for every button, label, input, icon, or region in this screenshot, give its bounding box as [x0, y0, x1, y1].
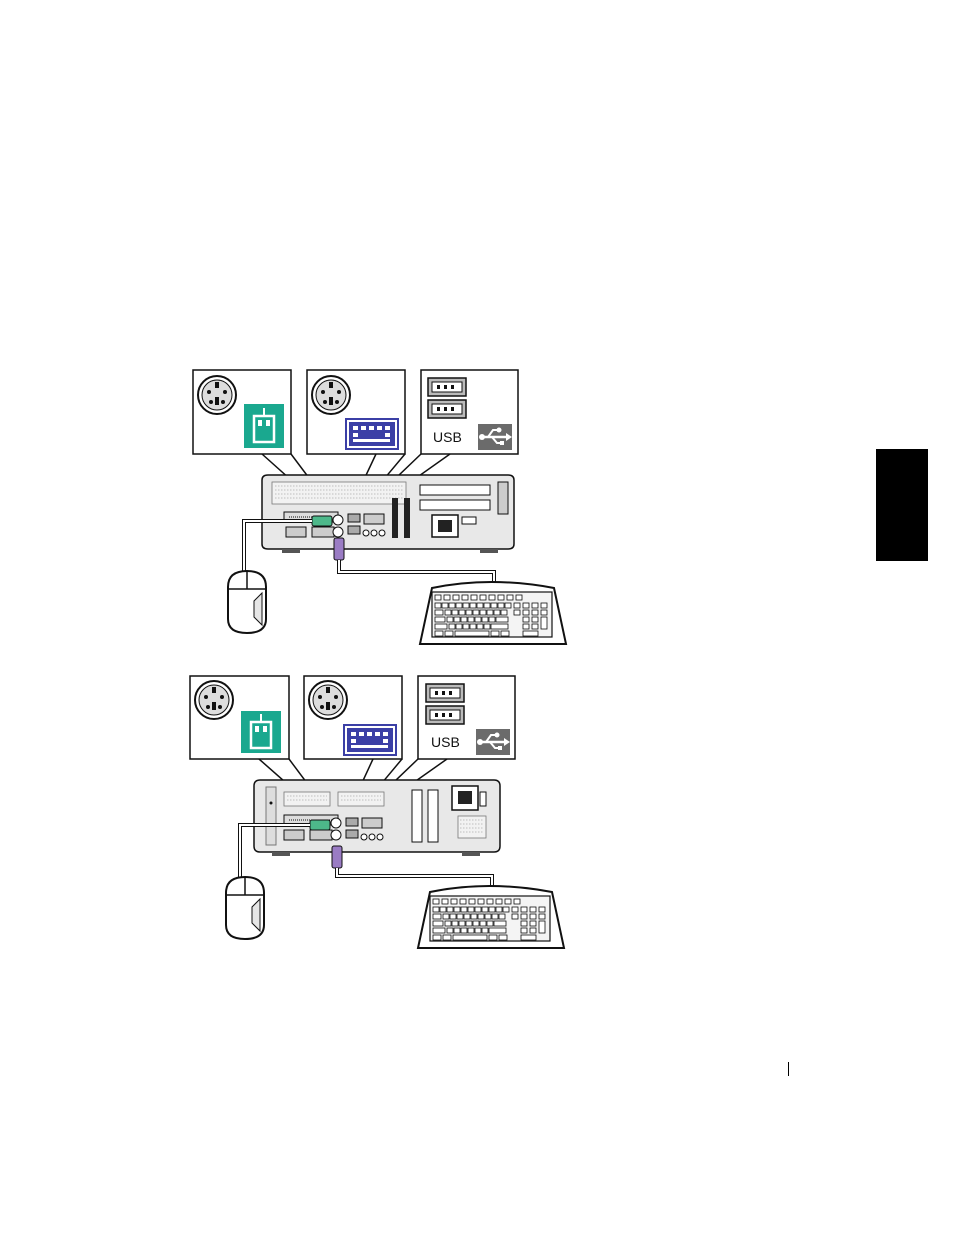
mouse-plug — [312, 516, 332, 526]
keyboard-plug — [334, 538, 344, 560]
figure-desktop: USB — [190, 676, 564, 948]
mouse-plug — [310, 820, 330, 830]
mouse-device — [226, 877, 264, 939]
keyboard-plug — [332, 846, 342, 868]
computer-back-panel — [262, 475, 514, 553]
usb-label: USB — [431, 734, 460, 750]
mouse-device — [228, 571, 266, 633]
keyboard-device — [420, 582, 566, 644]
keyboard-device — [418, 886, 564, 948]
usb-label: USB — [433, 429, 462, 445]
computer-back-panel — [254, 780, 500, 856]
figure-small-desktop: USB — [193, 370, 566, 644]
